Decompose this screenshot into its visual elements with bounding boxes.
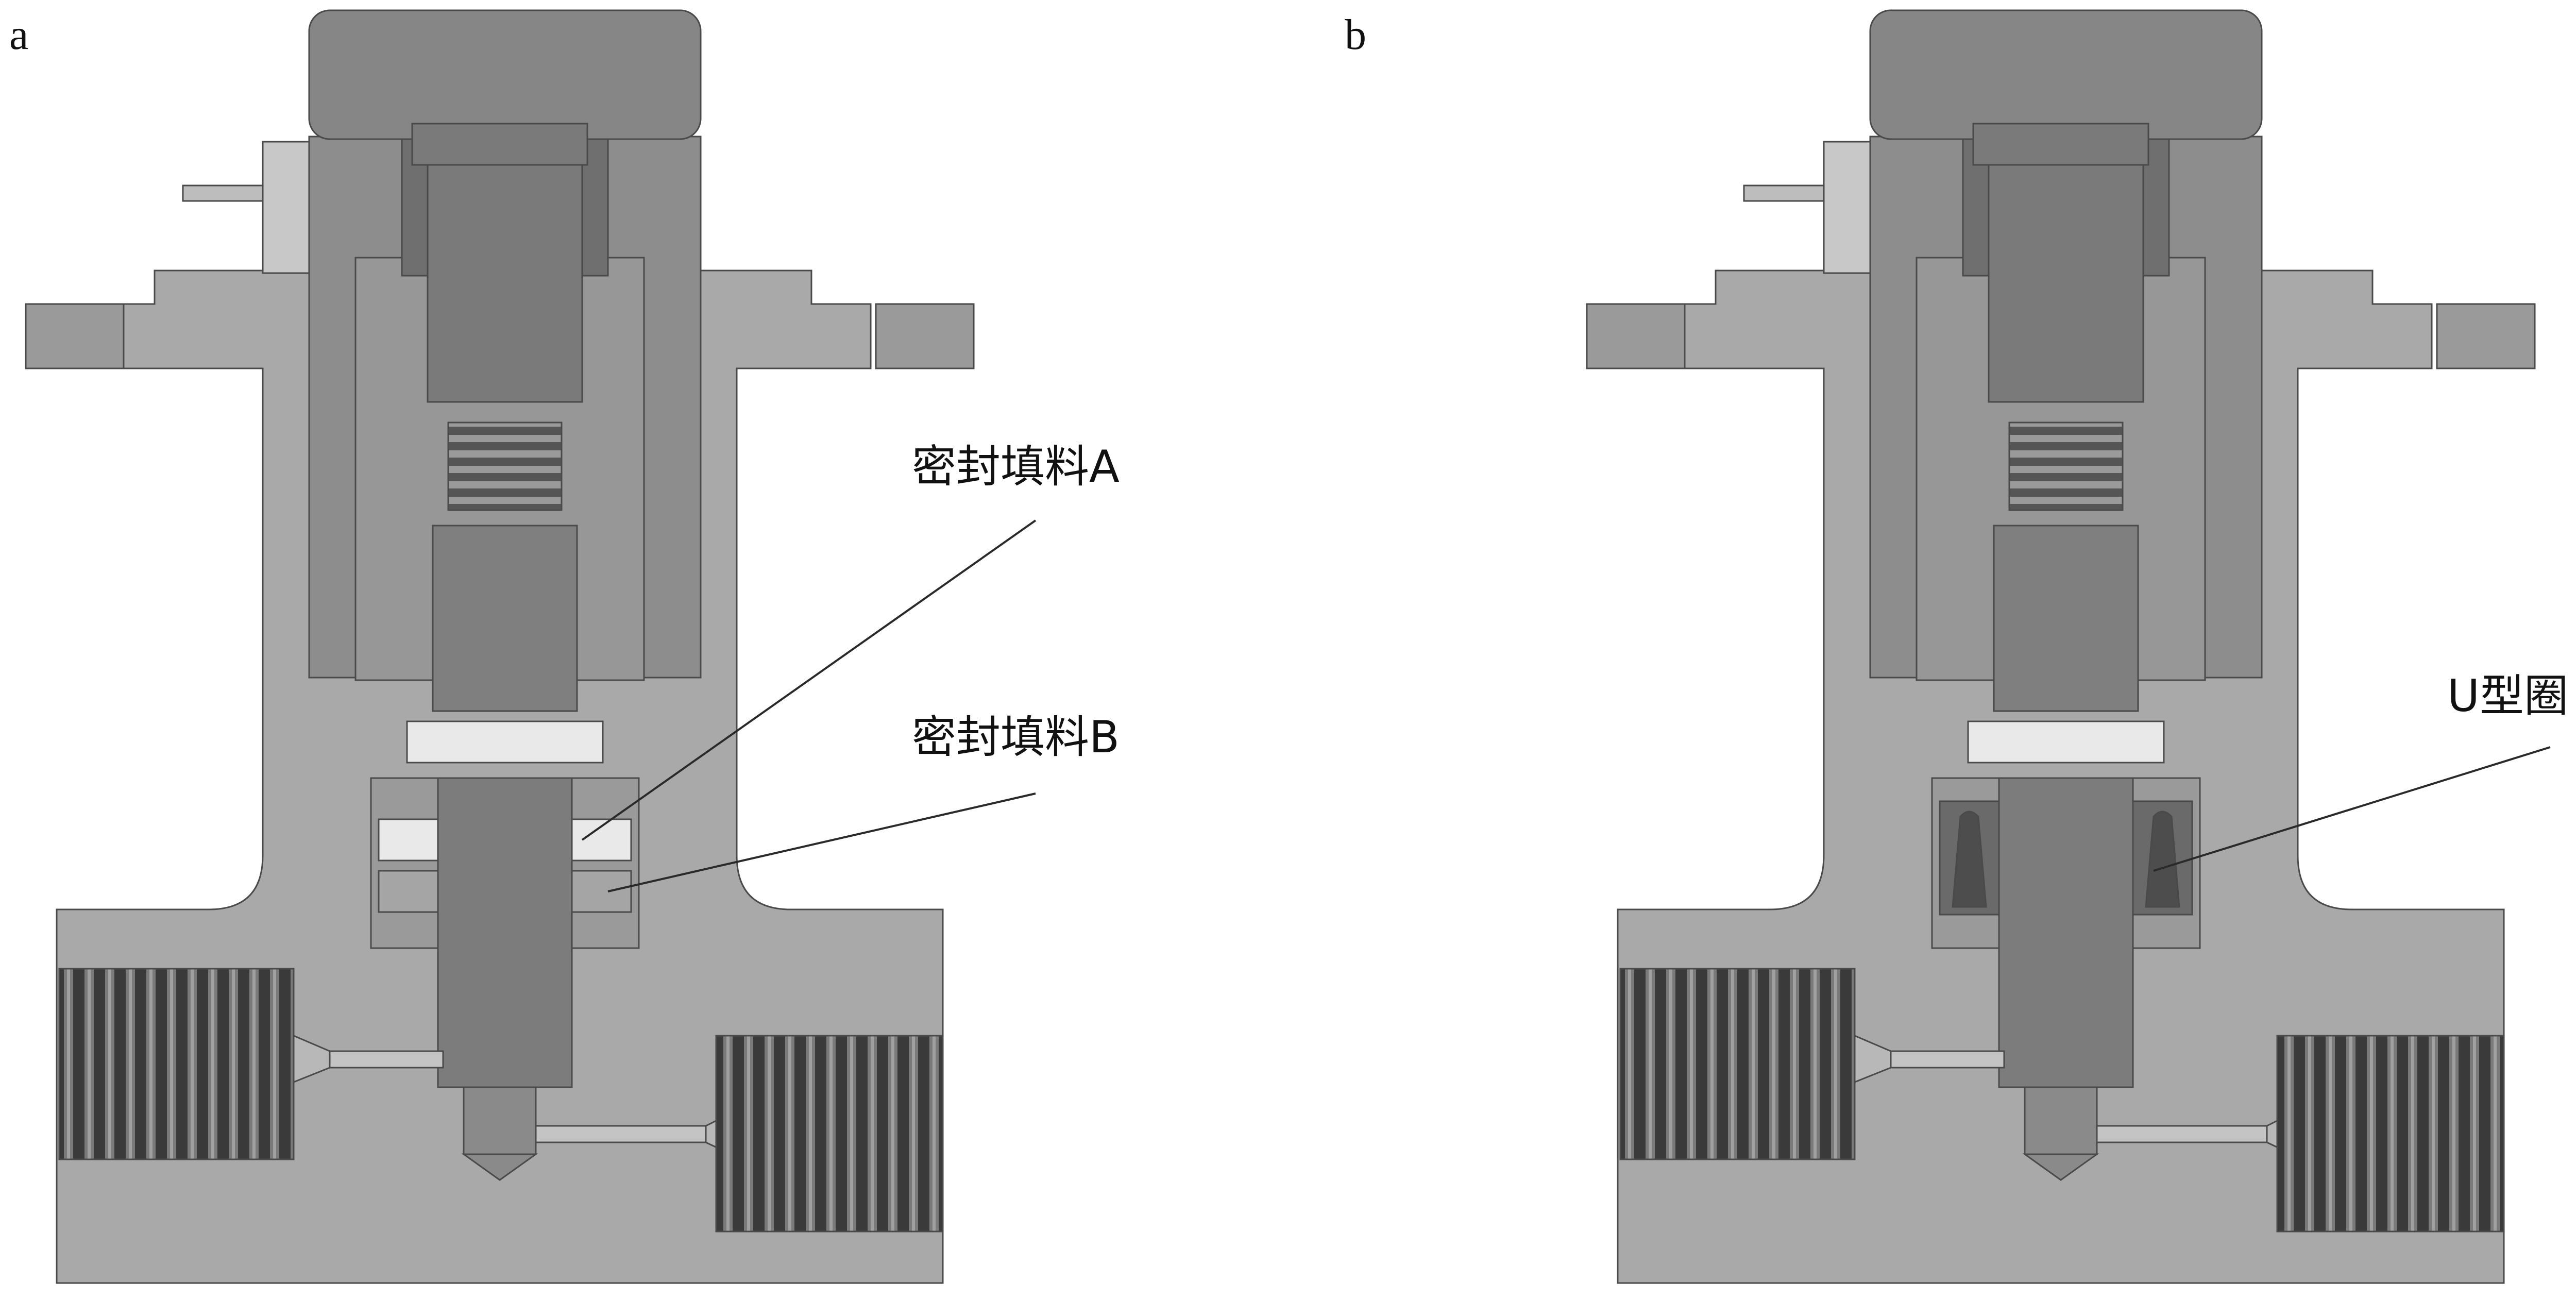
- valve-b: [1586, 9, 2536, 1284]
- callout-packing-a: 密封填料A: [912, 441, 1120, 493]
- callout-packing-b: 密封填料B: [912, 712, 1120, 763]
- leader-packing-a: [581, 519, 1037, 841]
- valve-a: [25, 9, 975, 1284]
- leader-packing-b: [607, 792, 1036, 892]
- callout-u-ring: U型圈: [2447, 670, 2568, 722]
- panel-a-label: a: [9, 11, 28, 59]
- panel-b-label: b: [1345, 11, 1366, 59]
- leader-u-ring: [2153, 746, 2551, 872]
